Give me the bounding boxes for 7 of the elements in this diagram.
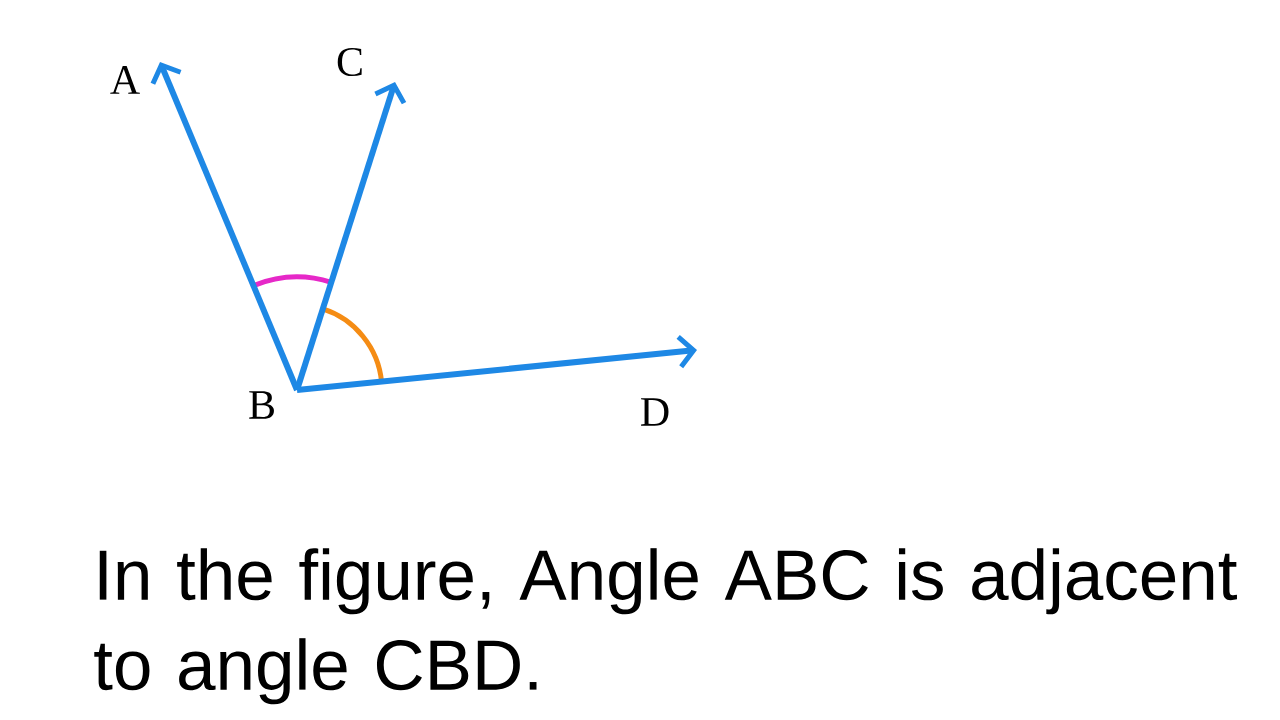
point-label: D xyxy=(641,398,669,426)
point-label: A xyxy=(110,66,140,94)
ray-arrow xyxy=(296,334,697,393)
point-label: B xyxy=(249,391,274,419)
caption: In the figure, Angle ABC is adjacent to angle CBD. xyxy=(94,548,1237,705)
point-label: C xyxy=(337,47,362,77)
ray-arrow xyxy=(150,62,300,392)
